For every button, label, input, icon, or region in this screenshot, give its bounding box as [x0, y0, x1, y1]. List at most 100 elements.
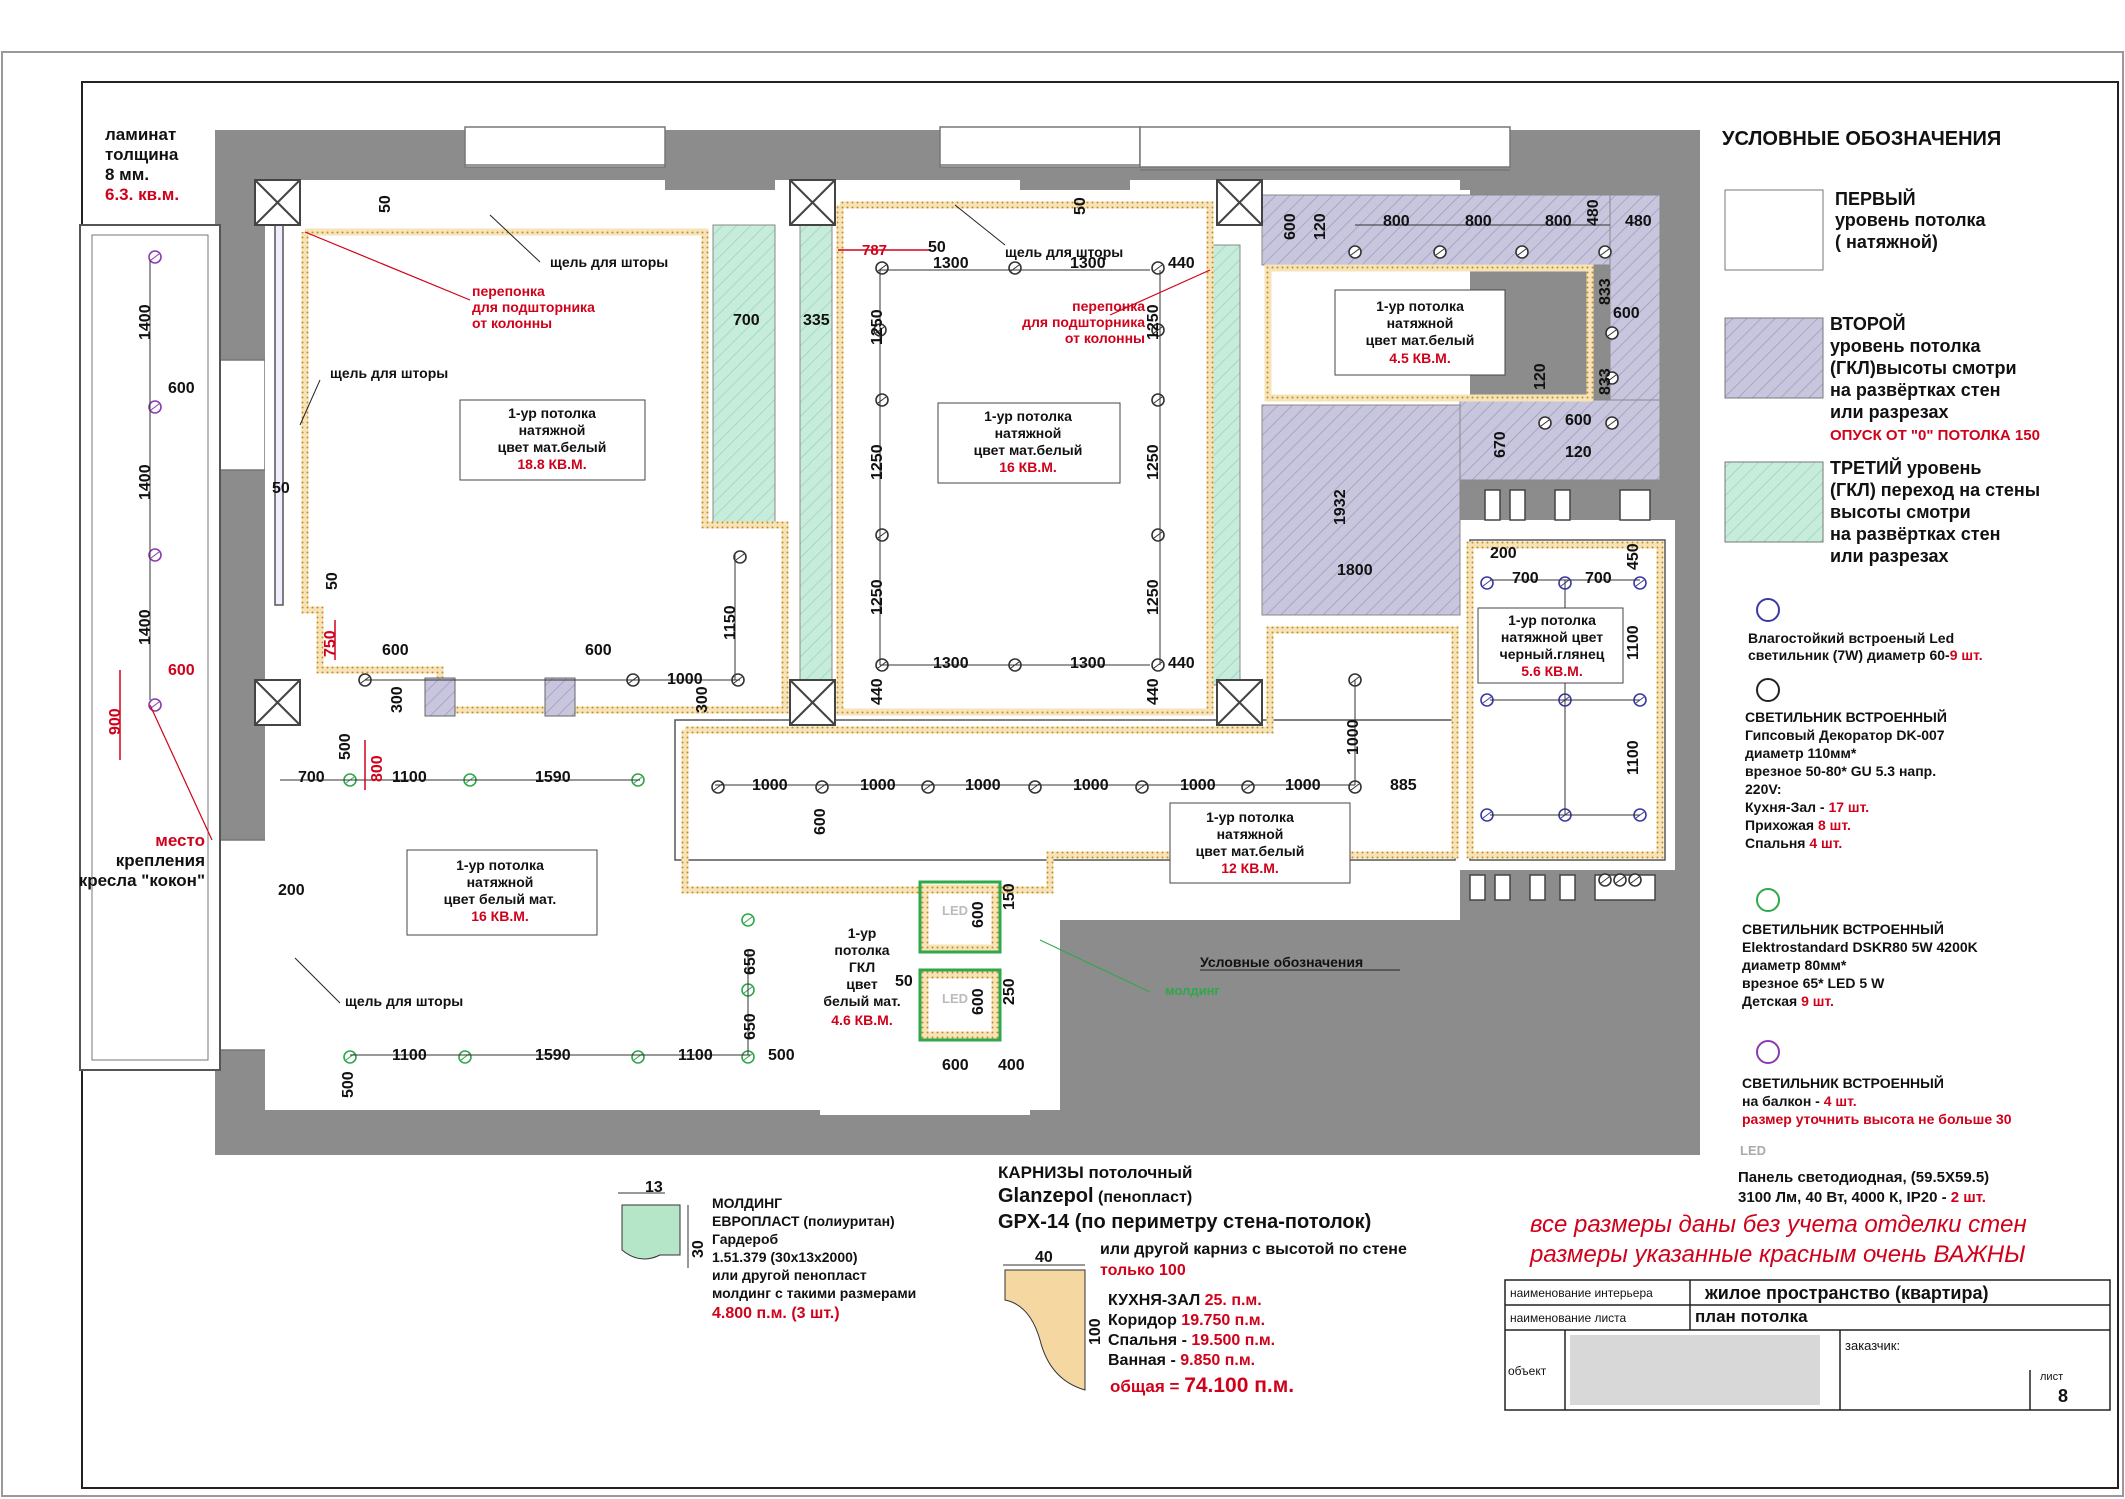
downlight-mark [1153, 396, 1163, 404]
kokon-line3: кресла "кокон" [79, 871, 205, 890]
dim-1100-a: 1100 [1625, 625, 1642, 660]
partition2-l1: перепонка [1072, 298, 1145, 314]
downlight-mark [1517, 248, 1527, 256]
dim-1000-g: 1000 [1285, 777, 1321, 794]
dim-1100-e: 1100 [678, 1047, 713, 1064]
dim-1932: 1932 [1332, 489, 1349, 525]
dim-600-c: 600 [1282, 213, 1299, 240]
dim-1000-d: 1000 [965, 777, 1001, 794]
legend-lamp-blue-icon [1756, 598, 1780, 622]
dim-600-a: 600 [382, 642, 409, 659]
room1-label-box [459, 399, 646, 481]
lamp2-room2-name: Прихожая [1745, 817, 1818, 833]
cornice-item-1-name: КУХНЯ-ЗАЛ [1108, 1292, 1205, 1309]
cornice-model-note: (по периметру стена-потолок) [1069, 1211, 1371, 1233]
dim-1000-a: 1000 [667, 671, 703, 688]
room5-area: 12 КВ.М. [1221, 860, 1279, 876]
bath-l1: 1-ур [848, 925, 877, 941]
lamp2-room2-count: 8 шт. [1818, 817, 1851, 833]
panel-line2: 3100 Лм, 40 Вт, 4000 К, IP20 - 2 шт. [1738, 1189, 1986, 1206]
bath-lamp-mark [1635, 579, 1645, 587]
lamp4-line2-text: на балкон - [1742, 1093, 1824, 1109]
bath-led-1: LED [942, 903, 968, 918]
dim-600-h: 600 [970, 988, 987, 1015]
room3-label-box [1334, 289, 1506, 376]
pillar [424, 677, 456, 717]
legend-second-5: или разрезах [1830, 402, 1948, 422]
legend-second-3: (ГКЛ)высоты смотри [1830, 358, 2017, 378]
downlight-mark [1435, 248, 1445, 256]
room6-l3: цвет белый мат. [444, 891, 557, 907]
dim-50: 50 [377, 195, 394, 213]
dim-800-a: 800 [1383, 213, 1410, 230]
dim-500-b: 500 [768, 1047, 795, 1064]
legend-heading: УСЛОВНЫЕ ОБОЗНАЧЕНИЯ [1722, 128, 2001, 150]
dim-200-a: 200 [1490, 545, 1517, 562]
room2-l1: 1-ур потолка [984, 408, 1072, 424]
lamp1-line2-text: светильник (7W) диаметр 60- [1748, 647, 1950, 663]
curtain-gap-2: щель для шторы [1005, 244, 1123, 260]
plan-text: УСЛОВНЫЕ ОБОЗНАЧЕНИЯ ПЕРВЫЙ уровень пото… [79, 125, 2068, 1406]
lamp2-room1: Кухня-Зал - 17 шт. [1745, 799, 1869, 815]
legend-lamp-gypsum-icon [1756, 678, 1780, 702]
legend-second-2: уровень потолка [1830, 336, 1982, 356]
downlight-mark [1153, 531, 1163, 539]
pillar [544, 677, 576, 717]
bath-l2: потолка [834, 942, 889, 958]
dim-1000-e: 1000 [1073, 777, 1109, 794]
dim-1300-a: 1300 [933, 255, 969, 272]
cornice-item-4-name: Ванная - [1108, 1352, 1180, 1369]
downlight-mark [1540, 419, 1550, 427]
dim-700-d: 700 [298, 769, 325, 786]
room2-l2: натяжной [995, 425, 1062, 441]
legend-swatch-first [1724, 189, 1824, 271]
room6-l1: 1-ур потолка [456, 857, 544, 873]
windows [214, 126, 1511, 1051]
molding-profile-icon [621, 1204, 681, 1260]
lamp2-room3-count: 4 шт. [1809, 835, 1842, 851]
dim-670: 670 [1492, 431, 1509, 458]
leader-lines-black [294, 204, 1400, 1004]
cornice-item-4-val: 9.850 п.м. [1180, 1352, 1255, 1369]
led-panel [918, 880, 1002, 954]
room6-l2: натяжной [467, 874, 534, 890]
lamp4-line1: СВЕТИЛЬНИК ВСТРОЕННЫЙ [1742, 1074, 1944, 1091]
lamp3-count: 9 шт. [1801, 993, 1834, 1009]
level3-areas [712, 224, 1241, 686]
partition2-l3: от колонны [1065, 330, 1145, 346]
molding-l2: ЕВРОПЛАСТ (полиуритан) [712, 1213, 895, 1229]
laminate-line2: толщина [105, 145, 179, 164]
room5-l1: 1-ур потолка [1206, 809, 1294, 825]
room6-area: 16 КВ.М. [471, 908, 529, 924]
room1-l2: натяжной [519, 422, 586, 438]
panel-count: 2 шт. [1951, 1189, 1986, 1206]
lamp4-count: 4 шт. [1824, 1093, 1857, 1109]
room2-l3: цвет мат.белый [974, 442, 1083, 458]
cornice-total: общая = 74.100 п.м. [1110, 1374, 1294, 1397]
dim-900: 900 [107, 708, 124, 735]
tb-value-interior: жилое пространство (квартира) [1704, 1283, 1989, 1303]
dim-120-c: 120 [1565, 444, 1592, 461]
cornice-item-3: Спальня - 19.500 п.м. [1108, 1332, 1275, 1349]
dim-1590-b: 1590 [535, 1047, 571, 1064]
dim-700-c: 700 [1585, 570, 1612, 587]
dim-1300-d: 1300 [1070, 655, 1106, 672]
dim-800-c: 800 [1545, 213, 1572, 230]
socket-circle-mark [1600, 876, 1610, 884]
red-dims [119, 249, 930, 790]
molding-total: 4.800 п.м. (3 шт.) [712, 1305, 840, 1322]
dim-700-b: 700 [1512, 570, 1539, 587]
dim-1800: 1800 [1337, 562, 1373, 579]
dim-50-bath: 50 [895, 973, 913, 990]
dim-50-top: 50 [928, 239, 946, 256]
legend-third-4: на развёртках стен [1830, 524, 2000, 544]
dim-1300-b: 1300 [1070, 255, 1106, 272]
cornice-alt: или другой карниз с высотой по стене [1100, 1241, 1407, 1258]
laminate-line3: 8 мм. [105, 165, 149, 184]
downlight-mark [877, 531, 887, 539]
kokon-line1: место [155, 831, 205, 850]
balcony-lamp-mark [150, 701, 160, 709]
dim-1250-a: 1250 [869, 309, 886, 345]
cornice-item-2-name: Коридор [1108, 1312, 1181, 1329]
dim-1400-b: 1400 [137, 464, 154, 500]
